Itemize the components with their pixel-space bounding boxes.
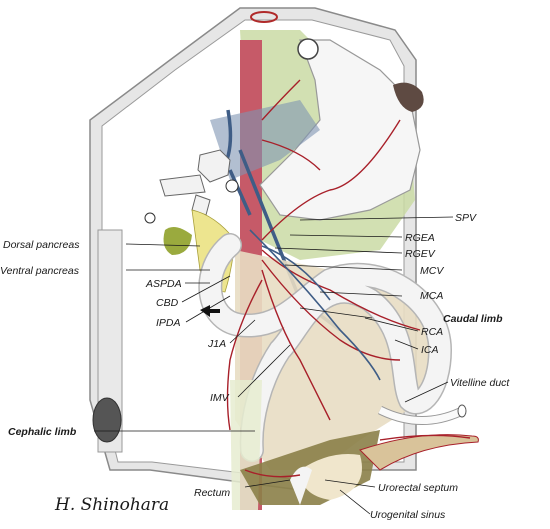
- leader-lines: [94, 216, 454, 515]
- hepatic-lumen: [144, 212, 156, 224]
- spleen: [393, 82, 424, 112]
- kidney-dark: [92, 397, 122, 443]
- vitelline-duct-end: [457, 404, 467, 418]
- dorsal-pancreas-bud: [163, 226, 192, 255]
- label-cephalic-limb: Cephalic limb: [8, 426, 77, 438]
- label-ventral-pancreas: Ventral pancreas: [0, 265, 80, 277]
- vitelline-duct-inner: [378, 406, 462, 424]
- umbilical-ring: [250, 11, 278, 23]
- label-dorsal-pancreas: Dorsal pancreas: [3, 239, 80, 251]
- label-j1a: J1A: [207, 338, 226, 350]
- portal-vein-region: [210, 100, 320, 180]
- allantois: [359, 434, 479, 471]
- arteries: [226, 79, 471, 478]
- label-vitelline-duct: Vitelline duct: [450, 377, 510, 389]
- midgut-loop-inner: [199, 234, 451, 461]
- label-rca: RCA: [421, 326, 443, 338]
- label-aspda: ASPDA: [145, 278, 182, 290]
- label-rgea: RGEA: [405, 232, 435, 244]
- label-cbd: CBD: [156, 297, 179, 309]
- signature: H. Shinohara: [54, 495, 169, 515]
- label-ipda: IPDA: [156, 317, 181, 329]
- arrow-left-icon: [200, 305, 220, 317]
- label-rgev: RGEV: [405, 248, 436, 260]
- esophagus-lumen: [297, 38, 319, 60]
- label-urogenital-sinus: Urogenital sinus: [370, 509, 446, 521]
- label-urorectal-septum: Urorectal septum: [378, 482, 458, 494]
- label-caudal-limb: Caudal limb: [443, 313, 503, 325]
- label-spv: SPV: [455, 212, 477, 224]
- bile-duct-lumen: [225, 179, 239, 193]
- label-ica: ICA: [421, 344, 439, 356]
- spinal-column: [97, 229, 123, 453]
- label-mcv: MCV: [420, 265, 444, 277]
- urogenital-sinus: [300, 454, 362, 500]
- label-imv: IMV: [210, 392, 230, 404]
- label-rectum: Rectum: [194, 487, 230, 499]
- label-mca: MCA: [420, 290, 443, 302]
